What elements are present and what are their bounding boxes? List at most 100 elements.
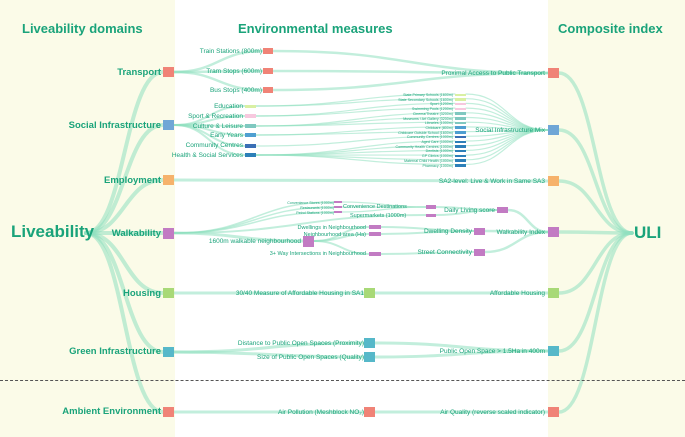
social-service-node bbox=[455, 131, 466, 134]
domain-green-infrastructure: Green Infrastructure bbox=[69, 346, 161, 357]
node-early-years bbox=[245, 133, 256, 137]
social-service-label: Sport (1200m) bbox=[430, 102, 453, 107]
header-composite: Composite index bbox=[558, 21, 663, 36]
node-dwellings bbox=[369, 225, 381, 229]
measure-intersections: 3+ Way Intersections in Neighbourhood bbox=[269, 251, 366, 257]
flow-social-detail bbox=[255, 135, 456, 147]
domain-social-infrastructure: Social Infrastructure bbox=[68, 120, 161, 131]
daily-living-score: Daily Living score bbox=[444, 207, 495, 214]
composite-air-quality: Air Quality (reverse scaled indicator) bbox=[440, 409, 545, 416]
node-community-centres bbox=[245, 144, 256, 148]
node-composite-walkability bbox=[548, 227, 559, 237]
social-service-node bbox=[455, 135, 466, 139]
node-social-infrastructure bbox=[163, 120, 174, 130]
flow-liveability-domain bbox=[84, 178, 165, 235]
node-restaurants bbox=[334, 206, 342, 208]
node-intersections bbox=[369, 252, 381, 256]
domain-employment: Employment bbox=[103, 175, 161, 186]
social-service-node bbox=[455, 145, 466, 148]
node-composite-air bbox=[548, 407, 559, 417]
node-composite-social bbox=[548, 125, 559, 135]
flow-social-detail bbox=[255, 131, 456, 136]
flow-liveability-domain bbox=[84, 123, 165, 235]
social-service-node bbox=[455, 112, 466, 115]
liveability-label: Liveability bbox=[11, 222, 95, 241]
social-service-node bbox=[455, 154, 466, 158]
measure-supermarkets: Supermarkets (1000m) bbox=[350, 213, 407, 219]
node-housing-measure bbox=[364, 288, 375, 298]
node-bus-stops bbox=[263, 87, 273, 93]
social-service-label: Pharmacy (1000m) bbox=[422, 163, 453, 168]
composite-walkability: Walkability Index bbox=[496, 229, 545, 236]
flow-social-composite bbox=[465, 129, 549, 166]
social-service-label: Childcare Outside School (1600m) bbox=[398, 130, 453, 135]
composite-employment: SA2-level: Live & Work in Same SA3 bbox=[438, 178, 545, 185]
social-service-label: Swimming Pools (1200m) bbox=[412, 107, 453, 112]
measure-restaurants: Restaurants (1000m) bbox=[300, 206, 334, 210]
measure-convenience-destinations: Convenience Destinations bbox=[343, 204, 407, 210]
node-composite-employment bbox=[548, 176, 559, 186]
node-ambient bbox=[163, 407, 174, 417]
composite-social-mix: Social Infrastructure Mix bbox=[475, 127, 545, 134]
node-dwelling-density bbox=[474, 228, 485, 235]
node-convenience-stores bbox=[334, 201, 342, 203]
social-service-label: Childcare (800m) bbox=[425, 125, 453, 130]
flow-composite-uli bbox=[557, 128, 634, 235]
node-tram-stops bbox=[263, 68, 273, 74]
measure-education: Education bbox=[214, 103, 243, 110]
flow-composite-uli bbox=[557, 179, 634, 235]
social-service-label: Libraries (1000m) bbox=[424, 121, 453, 126]
flow-walk-supermarket bbox=[173, 214, 427, 234]
composite-housing: Affordable Housing bbox=[489, 290, 545, 297]
social-service-node bbox=[455, 102, 466, 106]
measure-train-stations: Train Stations (800m) bbox=[199, 48, 262, 55]
social-service-label: Maternal Child Health (1000m) bbox=[404, 158, 453, 163]
social-service-label: Museums / Art Gallery (3200m) bbox=[403, 116, 453, 121]
domain-ambient-environment: Ambient Environment bbox=[62, 406, 161, 417]
header-measures: Environmental measures bbox=[238, 21, 393, 36]
measure-1600m-walkable: 1600m walkable neighbourhood bbox=[208, 238, 301, 245]
node-supermarkets bbox=[426, 214, 436, 217]
social-service-label: State Primary Schools (1600m) bbox=[403, 93, 453, 97]
social-service-node bbox=[455, 164, 466, 167]
node-walkability bbox=[163, 228, 174, 239]
measure-early-years: Early Years bbox=[210, 132, 243, 139]
node-air-pollution bbox=[364, 407, 375, 417]
node-composite-pos bbox=[548, 346, 559, 356]
flow-walk-conv bbox=[341, 206, 427, 213]
social-service-node bbox=[455, 149, 466, 153]
measure-pos-proximity: Distance to Public Open Spaces (Proximit… bbox=[237, 340, 364, 347]
dwelling-density: Dwelling Density bbox=[423, 228, 472, 235]
node-train-stations bbox=[263, 48, 273, 54]
domain-walkability: Walkability bbox=[111, 228, 161, 239]
flow-social-composite bbox=[465, 98, 549, 131]
node-convenience-destinations bbox=[426, 205, 436, 209]
node-education bbox=[245, 105, 256, 108]
flow-green bbox=[373, 349, 550, 359]
domain-transport: Transport bbox=[117, 67, 161, 78]
social-service-label: Cinema/Theatre (3200m) bbox=[412, 111, 453, 116]
domain-housing: Housing bbox=[123, 288, 161, 299]
node-neighbourhood-area bbox=[369, 232, 381, 236]
social-service-node bbox=[455, 107, 466, 111]
ambient-divider bbox=[0, 380, 685, 381]
measure-air-pollution: Air Pollution (Meshblock NO₂) bbox=[278, 409, 364, 416]
node-petrol-stations bbox=[334, 211, 342, 213]
node-composite-housing bbox=[548, 288, 559, 298]
flow-walk-index bbox=[483, 230, 550, 254]
flow-walk-neigh bbox=[313, 240, 370, 255]
flow-transport-measure bbox=[172, 70, 265, 92]
composite-transport: Proximal Access to Public Transport bbox=[441, 70, 545, 77]
flow-street-conn bbox=[380, 251, 475, 255]
flow-social-detail bbox=[255, 98, 456, 107]
left-panel bbox=[0, 0, 175, 437]
node-green-infrastructure bbox=[163, 347, 174, 357]
social-service-label: State Secondary Schools (1600m) bbox=[398, 97, 453, 102]
social-service-node bbox=[455, 140, 466, 143]
measure-petrol-stations: Petrol Stations (1000m) bbox=[296, 211, 334, 215]
node-daily-living bbox=[497, 207, 508, 213]
flow-walk-1600 bbox=[172, 231, 305, 243]
flow-dwelling-density bbox=[380, 230, 475, 235]
